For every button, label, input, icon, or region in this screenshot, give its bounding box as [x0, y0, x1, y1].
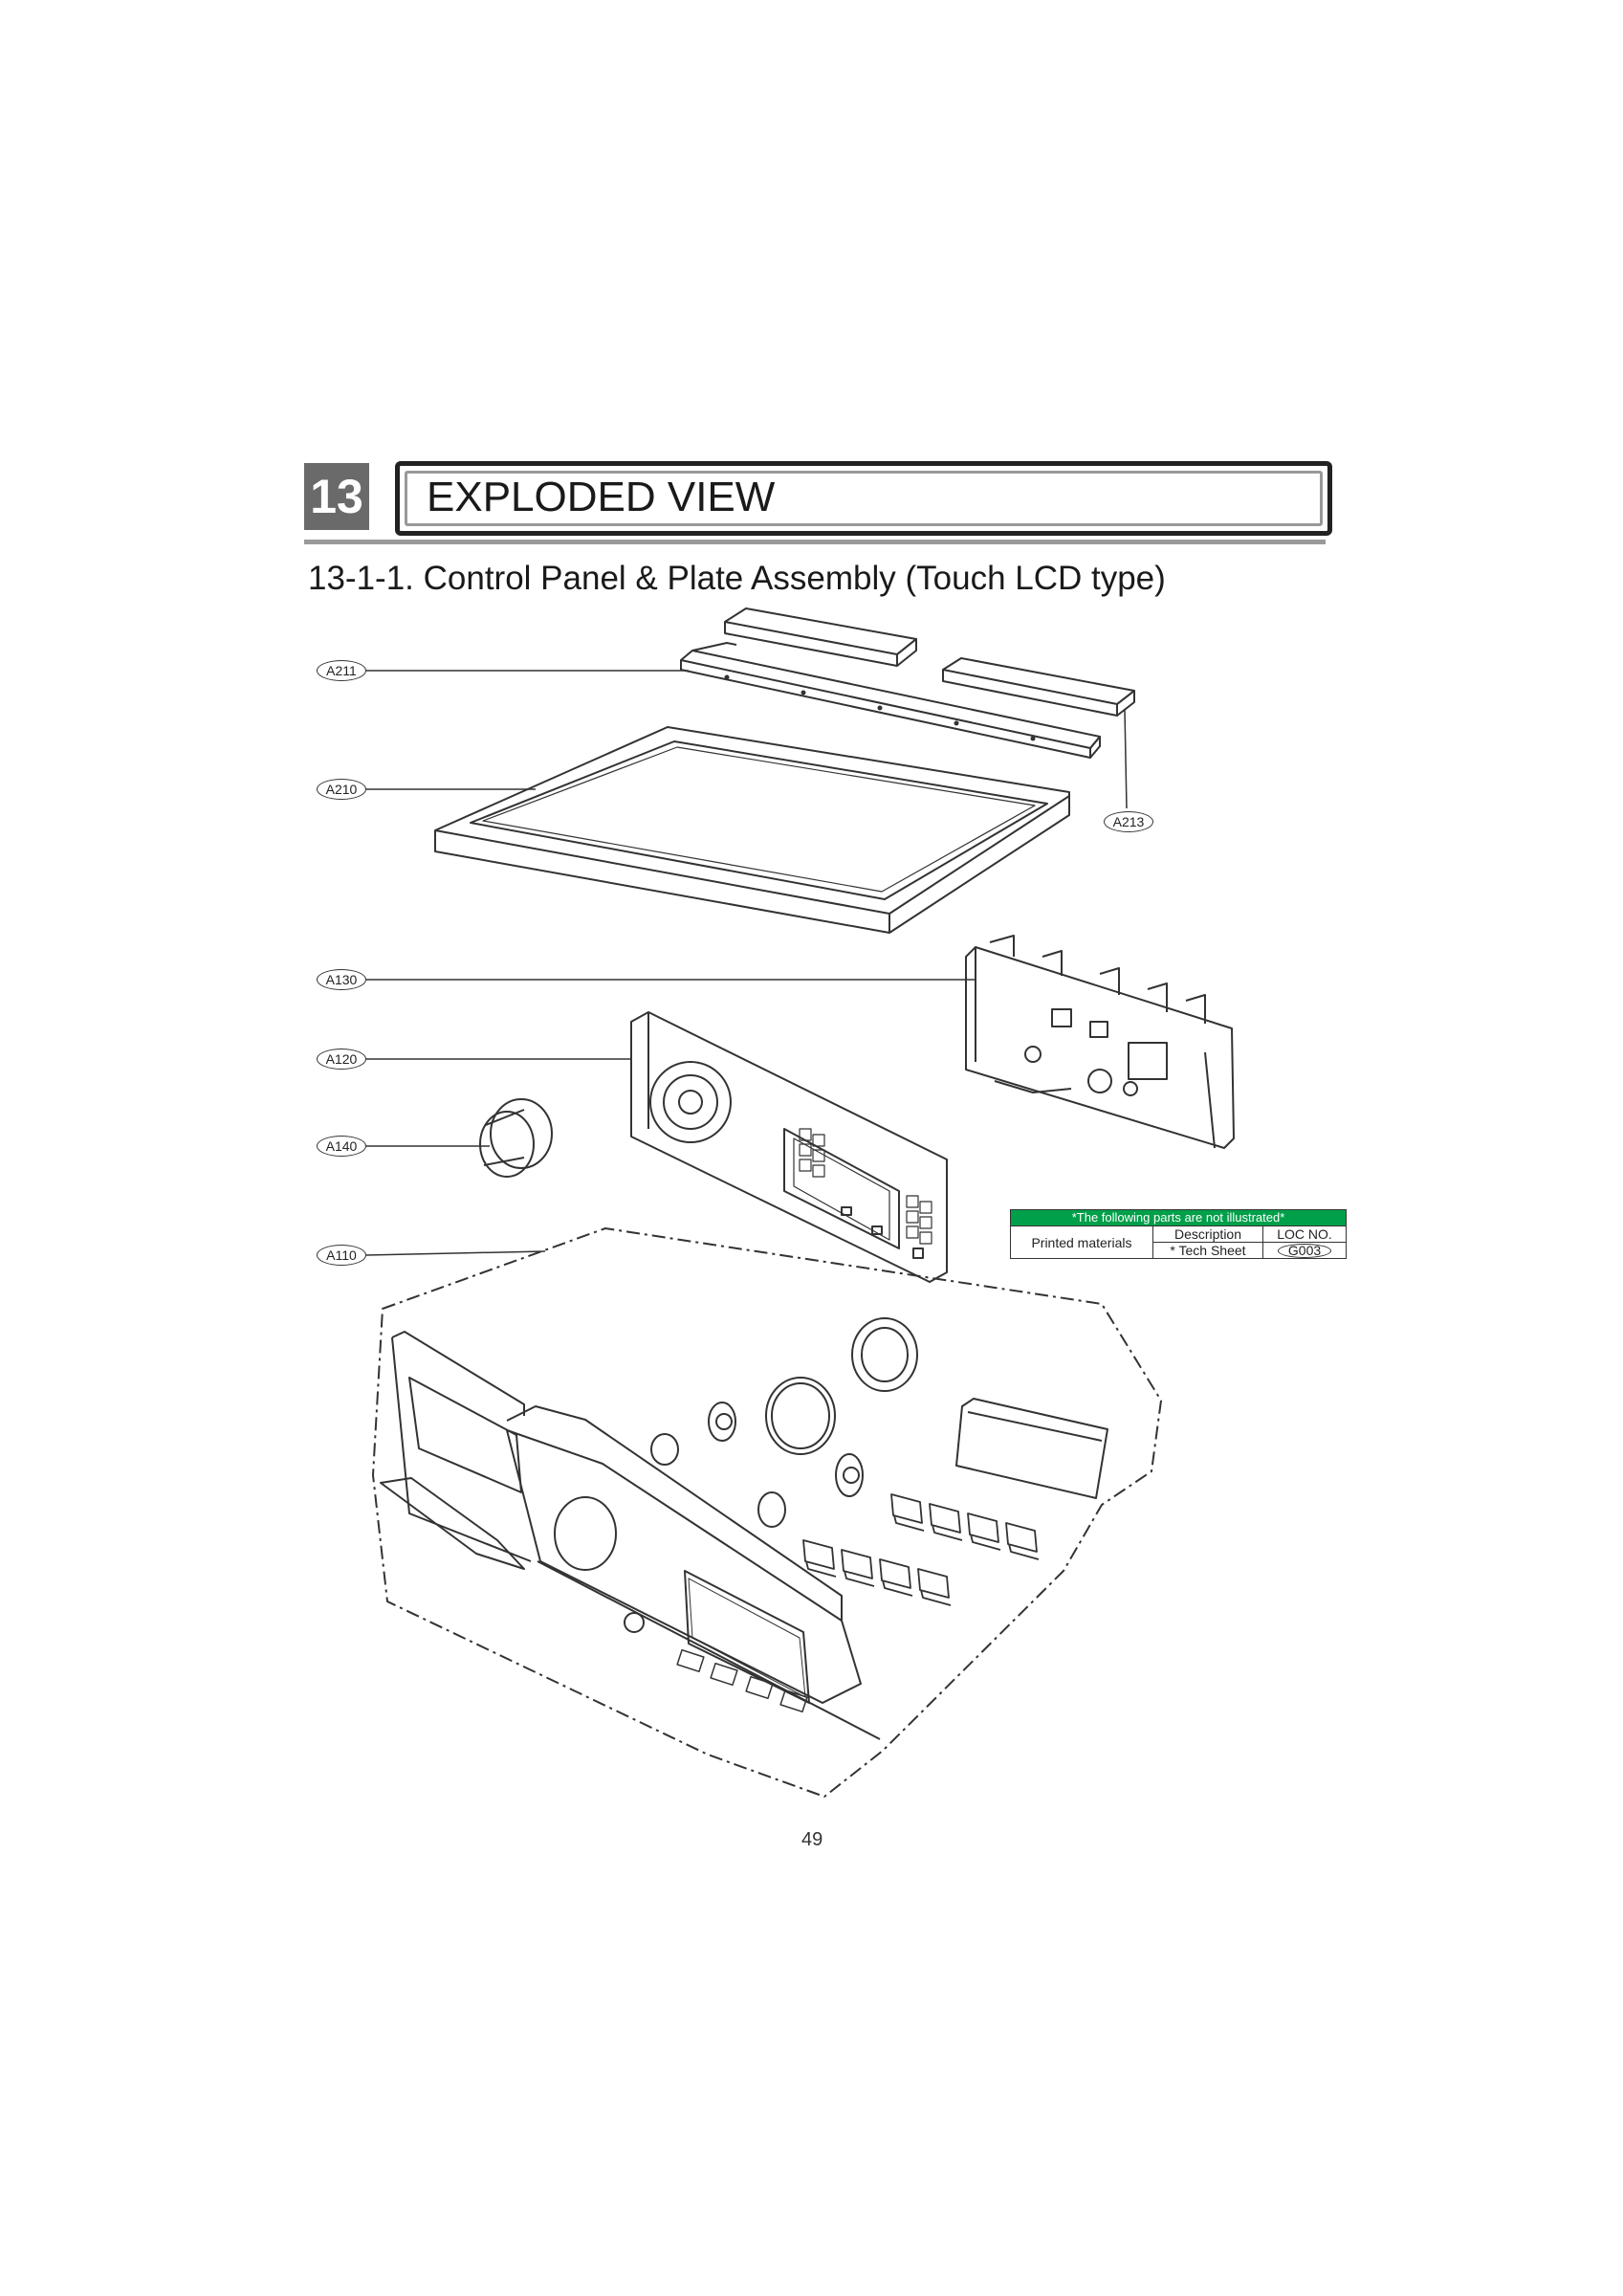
leader-line-a110: [365, 1250, 546, 1256]
chapter-title: EXPLODED VIEW: [427, 474, 776, 520]
part-label-a211: A211: [317, 660, 366, 681]
part-label-a140: A140: [317, 1136, 366, 1157]
chapter-title-box: EXPLODED VIEW: [395, 461, 1332, 536]
tech-sheet-description: * Tech Sheet: [1151, 1242, 1264, 1259]
part-label-a120: A120: [317, 1049, 366, 1070]
part-label-a110: A110: [317, 1245, 366, 1266]
tech-sheet-loc: G003: [1277, 1244, 1332, 1258]
chapter-title-inner-frame: [405, 471, 1323, 526]
printed-materials-label: Printed materials: [1010, 1225, 1153, 1259]
dashed-region: [372, 1227, 1162, 1798]
display-pcb: [630, 1011, 948, 1283]
chapter-number-badge: 13: [304, 463, 369, 530]
page-number: 49: [801, 1829, 823, 1850]
tech-sheet-loc-cell: G003: [1262, 1242, 1347, 1259]
part-label-a130: A130: [317, 969, 366, 990]
bracket-cover-right: [942, 657, 1135, 717]
bracket-rail: [680, 642, 1101, 759]
button-row-upper: [890, 1493, 1040, 1560]
display-window: [955, 1398, 1108, 1499]
panel-small-parts: [650, 1317, 918, 1528]
header-rule: [304, 540, 1326, 544]
note-table-header: *The following parts are not illustrated…: [1010, 1209, 1347, 1226]
control-knob: [479, 1098, 553, 1178]
button-row-lower: [802, 1539, 952, 1606]
top-plate-frame: [434, 726, 1070, 934]
part-label-a210: A210: [317, 779, 366, 800]
part-label-a213: A213: [1104, 811, 1153, 832]
loc-no-column-header: LOC NO.: [1262, 1225, 1347, 1243]
not-illustrated-parts-table: *The following parts are not illustrated…: [1010, 1209, 1347, 1259]
bracket-cover-left: [724, 607, 917, 667]
pcb-assembly: [965, 935, 1235, 1149]
leader-line-a213: [1124, 709, 1128, 809]
control-panel: [380, 1331, 881, 1740]
section-title: 13-1-1. Control Panel & Plate Assembly (…: [308, 560, 1166, 597]
description-column-header: Description: [1151, 1225, 1264, 1243]
